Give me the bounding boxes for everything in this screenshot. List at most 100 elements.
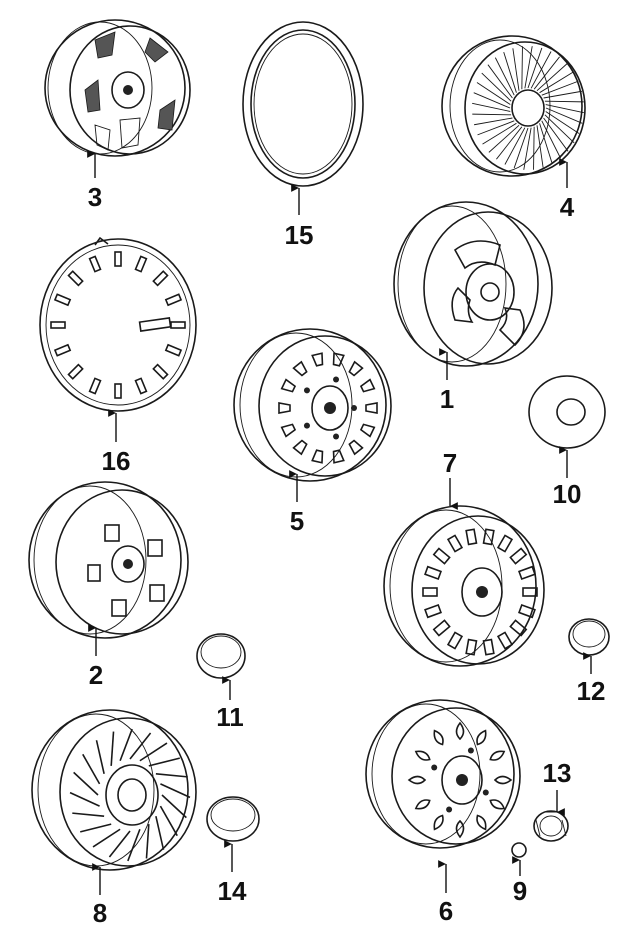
lug-hole xyxy=(446,806,453,813)
wheel-slot xyxy=(465,638,478,656)
spoke-line xyxy=(545,104,584,114)
spoke-line xyxy=(533,56,560,90)
alloy-wheel-part-1[interactable] xyxy=(393,201,553,367)
wheel-slot xyxy=(292,360,308,377)
spoke-line xyxy=(512,48,520,91)
valve-part-9[interactable] xyxy=(511,842,527,858)
hub-cap-part-11[interactable] xyxy=(196,633,246,679)
callout-1: 1 xyxy=(440,384,454,414)
cover-slot xyxy=(164,293,183,307)
vane-line xyxy=(73,771,99,796)
spoke-line xyxy=(503,51,517,93)
wheel-slot xyxy=(280,378,297,393)
lug-hole xyxy=(351,405,357,411)
callout-5: 5 xyxy=(290,506,304,536)
hub-cap-part-12[interactable] xyxy=(568,618,610,656)
wheel-hole xyxy=(489,799,506,810)
spoke-line xyxy=(543,90,582,99)
wheel-slot xyxy=(446,534,464,553)
vane-line xyxy=(119,728,133,762)
wheel-slot xyxy=(482,528,495,546)
spoke-line xyxy=(494,57,515,96)
wheel-hole xyxy=(433,729,444,746)
spoke-line xyxy=(536,125,544,168)
spoke-line xyxy=(530,51,552,89)
lug-nut-part-13[interactable] xyxy=(533,810,569,842)
spoke-line xyxy=(541,80,579,96)
wheel-part-3[interactable] xyxy=(44,19,191,157)
callout-4: 4 xyxy=(560,192,575,222)
spoke-line xyxy=(523,127,532,170)
callout-2: 2 xyxy=(89,660,103,690)
lug-hole xyxy=(482,789,489,796)
wheel-part-6[interactable] xyxy=(365,699,521,849)
vane-line xyxy=(155,773,188,778)
spoke-line xyxy=(521,46,523,90)
vane-line xyxy=(148,757,180,767)
callout-16: 16 xyxy=(102,446,131,476)
wheel-slot xyxy=(518,565,536,581)
wheel-slot xyxy=(359,378,376,393)
wheel-slot xyxy=(432,547,451,565)
spoke-line xyxy=(473,92,511,109)
callouts: 3 15 4 16 1 5 10 7 2 11 12 13 8 14 6 9 xyxy=(87,150,606,928)
vane-wheel-part-8[interactable] xyxy=(31,709,197,871)
wheel-hole xyxy=(489,750,506,761)
cover-slot xyxy=(88,255,102,273)
cover-slot xyxy=(53,293,72,307)
steel-wheel-part-5[interactable] xyxy=(233,328,392,482)
vane-line xyxy=(129,732,152,760)
spoke-line xyxy=(472,102,511,112)
callout-12: 12 xyxy=(577,676,606,706)
wheel-slot xyxy=(432,619,451,637)
center-cap-part-10[interactable] xyxy=(528,375,606,449)
vane-line xyxy=(92,828,121,848)
spoke-line xyxy=(536,63,568,92)
spoke-line xyxy=(496,126,523,160)
spoke-line xyxy=(477,120,515,136)
wheel-slot xyxy=(422,587,438,597)
spoke-line xyxy=(544,100,584,103)
callout-9: 9 xyxy=(513,876,527,906)
spoke-line xyxy=(533,126,535,170)
trim-ring-part-15[interactable] xyxy=(242,21,364,187)
wire-wheel-part-4[interactable] xyxy=(441,35,586,177)
cover-slot xyxy=(134,377,148,395)
spoke-line xyxy=(487,64,513,99)
wheel-part-2[interactable] xyxy=(28,481,189,639)
wheel-slot xyxy=(332,449,345,464)
callout-14: 14 xyxy=(218,876,247,906)
cover-slot xyxy=(114,383,122,399)
vane-line xyxy=(95,740,105,775)
cover-slot xyxy=(170,321,186,329)
vane-line xyxy=(145,824,150,859)
hub-cap-part-14[interactable] xyxy=(206,796,260,842)
wheel-slot xyxy=(365,402,378,414)
wheel-slot xyxy=(496,631,514,650)
callout-15: 15 xyxy=(285,220,314,250)
spoke-line xyxy=(481,72,512,102)
wheel-slot xyxy=(280,423,297,438)
vane-line xyxy=(69,791,100,807)
wheel-slot xyxy=(424,565,442,581)
slotted-wheel-part-7[interactable] xyxy=(383,505,545,667)
wheel-hole xyxy=(476,814,487,831)
spoke-line xyxy=(544,114,575,144)
cover-slot xyxy=(164,343,183,357)
wheel-cover-part-16[interactable] xyxy=(39,236,197,412)
lug-hole xyxy=(333,433,340,440)
cover-slot xyxy=(152,363,169,380)
spoke-line xyxy=(545,107,583,124)
spoke-line xyxy=(524,46,533,89)
spoke-line xyxy=(472,113,512,116)
vane-line xyxy=(155,815,165,850)
wheel-hole xyxy=(455,721,465,741)
wheel-slot xyxy=(522,587,538,597)
spoke-line xyxy=(543,117,569,152)
lug-hole xyxy=(333,376,340,383)
vane-line xyxy=(72,812,105,817)
vane-line xyxy=(108,830,131,858)
spoke-line xyxy=(541,120,562,159)
cover-slot xyxy=(67,363,84,380)
cover-slot xyxy=(88,377,102,395)
